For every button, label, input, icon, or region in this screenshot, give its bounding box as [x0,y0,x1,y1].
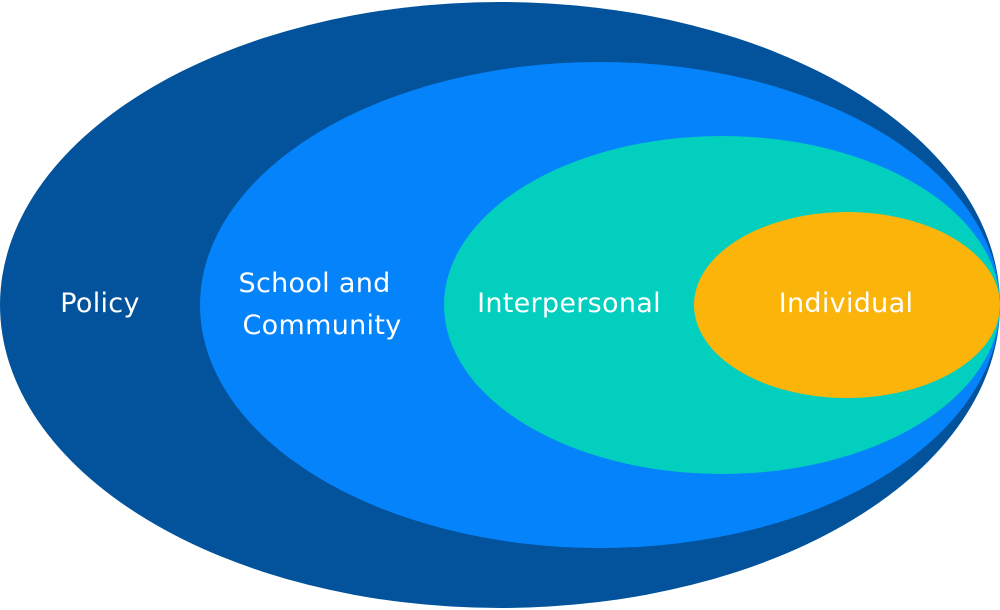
label-school-community-line-2: Community [243,310,402,341]
layer-individual [694,212,1000,398]
label-interpersonal: Interpersonal [477,288,661,319]
label-individual: Individual [779,288,914,319]
label-policy: Policy [60,288,139,319]
label-school-community-line-1: School and [239,268,391,299]
label-school-community: School and Community [239,268,402,341]
